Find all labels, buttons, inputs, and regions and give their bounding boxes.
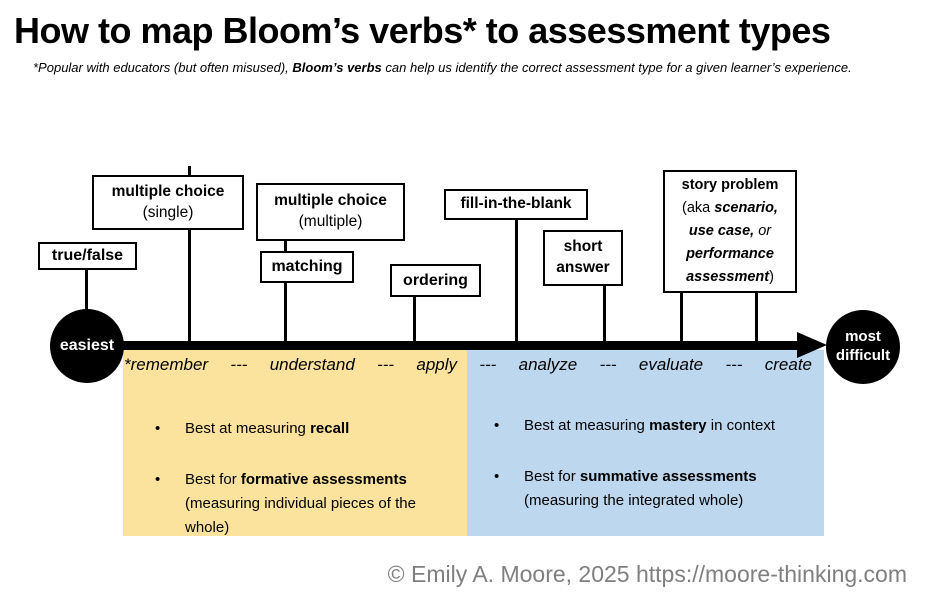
summative-bullet-1: • Best at measuring mastery in context [494, 414, 776, 438]
bullet-dot-icon: • [494, 468, 500, 485]
verb-understand: understand [269, 355, 355, 374]
verb-analyze: analyze [518, 355, 578, 374]
subtitle-bold: Bloom’s verbs [292, 60, 382, 75]
most-difficult-circle: most difficult [826, 310, 900, 384]
easiest-label: easiest [59, 337, 115, 354]
connector-fill-blank [515, 219, 518, 342]
most-difficult-label-line2: difficult [835, 347, 891, 364]
verb-create: create [764, 355, 812, 374]
box-short-answer-line2: answer [556, 259, 610, 276]
summative-region [467, 350, 824, 536]
verb-evaluate: evaluate [638, 355, 704, 374]
box-ordering: ordering [390, 264, 481, 297]
formative-bullet-1: • Best at measuring recall [155, 417, 423, 441]
bullet-dot-icon: • [494, 417, 500, 434]
box-story-or: or [754, 223, 772, 239]
easiest-circle: easiest [50, 309, 124, 383]
formative-b1-bold: recall [310, 420, 350, 437]
box-multiple-choice-multiple: multiple choice (multiple) [256, 183, 405, 241]
box-story-title: story problem [681, 177, 779, 193]
formative-bullet-1-text: Best at measuring recall [185, 417, 423, 441]
box-ordering-label: ordering [403, 271, 468, 289]
box-matching: matching [260, 251, 354, 283]
summative-b1-bold: mastery [649, 417, 707, 434]
box-matching-label: matching [271, 258, 343, 276]
box-mc-single-line1: multiple choice [111, 182, 225, 200]
connector-story-right [755, 292, 758, 342]
formative-b2-bold: formative assessments [240, 471, 407, 488]
verb-dash-1: --- [230, 355, 248, 374]
box-story-performance: performance [686, 246, 774, 262]
summative-bullet-2-text: Best for summative assessments (measurin… [524, 465, 776, 513]
summative-b1-post: in context [706, 417, 775, 434]
verb-apply: apply [416, 355, 458, 374]
summative-bullet-1-text: Best at measuring mastery in context [524, 414, 776, 438]
page-title: How to map Bloom’s verbs* to assessment … [14, 10, 831, 51]
timeline-arrowhead-icon [797, 332, 827, 358]
box-story-scenario: scenario, [714, 200, 778, 216]
summative-b2-bold: summative assessments [579, 468, 757, 485]
box-mc-single-line2: (single) [142, 203, 194, 221]
box-multiple-choice-single: multiple choice (single) [92, 175, 244, 230]
formative-bullets: • Best at measuring recall • Best for fo… [155, 417, 423, 540]
box-short-answer-line1: short [563, 238, 603, 256]
summative-bullet-2: • Best for summative assessments (measur… [494, 465, 776, 513]
box-story-line5: assessment) [686, 266, 774, 289]
box-story-use-case: use case, [688, 223, 755, 239]
box-mc-multiple-line2: (multiple) [298, 213, 363, 230]
box-true-false-label: true/false [51, 247, 124, 265]
box-story-problem: story problem (aka scenario, use case, o… [663, 170, 797, 293]
box-true-false: true/false [38, 242, 137, 270]
box-fill-in-the-blank: fill-in-the-blank [444, 189, 588, 220]
subtitle-post: can help us identify the correct assessm… [381, 60, 852, 75]
connector-mc-single-top-tick [188, 166, 191, 175]
formative-b2-post: (measuring individual pieces of the whol… [185, 495, 416, 536]
connector-story-left [680, 292, 683, 342]
box-short-answer: short answer [543, 230, 623, 286]
connector-matching [284, 282, 287, 342]
connector-mc-single [188, 229, 191, 342]
box-fill-blank-label: fill-in-the-blank [460, 195, 572, 213]
formative-b1-pre: Best at measuring [185, 420, 311, 437]
subtitle-pre: *Popular with educators (but often misus… [33, 60, 293, 75]
copyright-footer: © Emily A. Moore, 2025 https://moore-thi… [387, 561, 907, 587]
connector-true-false [85, 269, 88, 311]
summative-bullets: • Best at measuring mastery in context •… [494, 414, 776, 513]
box-story-line3: use case, or [689, 220, 771, 243]
formative-bullet-2: • Best for formative assessments (measur… [155, 468, 423, 540]
bullet-dot-icon: • [155, 471, 161, 488]
bullet-dot-icon: • [155, 420, 161, 437]
blooms-verbs-row: *remember --- understand --- apply --- a… [124, 355, 812, 375]
verb-dash-2: --- [377, 355, 395, 374]
connector-mc-multiple-to-matching [284, 240, 287, 252]
subtitle: *Popular with educators (but often misus… [33, 60, 933, 75]
formative-region [123, 350, 467, 536]
verb-remember: *remember [124, 355, 209, 374]
box-story-line2: (aka scenario, [682, 197, 778, 220]
box-story-paren: ) [769, 269, 774, 285]
verb-dash-5: --- [725, 355, 743, 374]
summative-b2-post: (measuring the integrated whole) [524, 492, 744, 509]
formative-b2-pre: Best for [185, 471, 241, 488]
summative-b2-pre: Best for [524, 468, 580, 485]
verb-dash-4: --- [599, 355, 617, 374]
timeline-arrow-shaft [123, 341, 800, 350]
verb-dash-3: --- [479, 355, 497, 374]
connector-ordering [413, 296, 416, 342]
most-difficult-label-line1: most [845, 328, 881, 346]
formative-bullet-2-text: Best for formative assessments (measurin… [185, 468, 423, 540]
box-story-assessment: assessment [686, 269, 770, 285]
connector-short-answer [603, 284, 606, 342]
box-story-aka-pre: (aka [682, 200, 715, 216]
box-mc-multiple-line1: multiple choice [274, 192, 387, 210]
summative-b1-pre: Best at measuring [524, 417, 650, 434]
